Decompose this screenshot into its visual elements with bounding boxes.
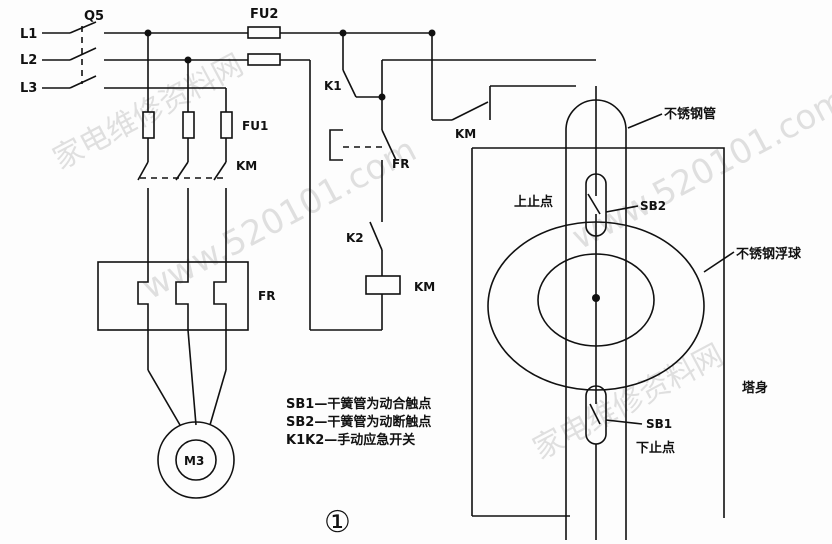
label-lower-stop: 下止点: [636, 440, 675, 456]
motor-inner: [175, 439, 217, 481]
label-motor: M3: [184, 454, 204, 468]
label-k1: K1: [324, 79, 342, 93]
label-km-main: KM: [236, 159, 257, 173]
legend-notes: SB1—干簧管为动合触点 SB2—干簧管为动断触点 K1K2—手动应急开关: [286, 396, 431, 448]
thermal-relay-box: [97, 261, 249, 331]
note-line: SB1—干簧管为动合触点: [286, 396, 431, 412]
note-line: SB2—干簧管为动断触点: [286, 414, 431, 430]
tower-assembly: 塔身 不锈钢浮球 不锈钢管 SB2 上止点 SB1 下止点: [471, 86, 802, 540]
motor-outer: [157, 421, 235, 499]
power-lines: L1 L2 L3 Q5: [20, 9, 248, 96]
km-coil: [365, 275, 401, 295]
label-l3: L3: [20, 81, 37, 96]
label-fu1: FU1: [242, 119, 268, 133]
label-km-contact: KM: [455, 127, 476, 141]
main-circuit: FU1 KM FR M3: [97, 33, 275, 499]
figure-number: ①: [324, 505, 351, 540]
label-sb1: SB1: [646, 417, 672, 431]
control-circuit: K1 FR K2 KM KM: [309, 33, 596, 331]
fuse-fu2: FU2: [247, 7, 433, 120]
label-fr-main: FR: [258, 289, 275, 303]
label-sb2: SB2: [640, 199, 666, 213]
label-km-coil: KM: [414, 280, 435, 294]
label-fu2: FU2: [250, 7, 278, 22]
label-l1: L1: [20, 27, 37, 42]
label-upper-stop: 上止点: [514, 194, 553, 210]
label-q5: Q5: [84, 9, 104, 24]
label-tower: 塔身: [742, 380, 768, 396]
tower-wall: [472, 147, 725, 518]
label-float-ball: 不锈钢浮球: [736, 246, 802, 262]
label-fr-ctrl: FR: [392, 157, 409, 171]
watermark-text: 家电维修资料网: [527, 338, 729, 467]
label-l2: L2: [20, 53, 37, 68]
note-line: K1K2—手动应急开关: [286, 432, 415, 448]
label-k2: K2: [346, 231, 364, 245]
label-pipe: 不锈钢管: [664, 106, 716, 122]
